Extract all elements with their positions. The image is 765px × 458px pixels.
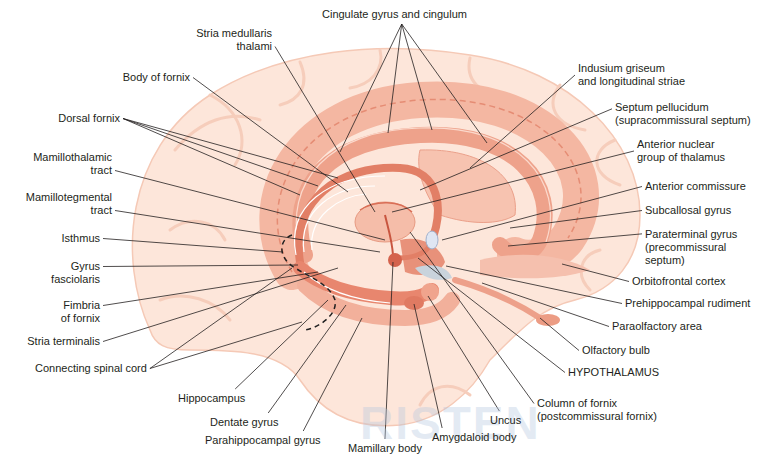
- leader-line: [540, 318, 579, 351]
- uncus: [421, 283, 439, 301]
- leader-line: [508, 234, 642, 246]
- dentate-gyrus: [304, 272, 390, 303]
- cortex-gyri: [160, 50, 620, 405]
- structure-label: Indusium griseum and longitudinal striae: [578, 62, 686, 88]
- leader-line: [303, 318, 362, 431]
- structure-label: Cingulate gyrus and cingulum: [322, 8, 467, 21]
- structure-label: Gyrus fasciolaris: [40, 260, 100, 286]
- leader-line: [123, 119, 300, 196]
- leader-line: [275, 47, 375, 213]
- leader-line: [340, 24, 402, 152]
- structure-label: Orbitofrontal cortex: [632, 275, 726, 288]
- anterior-commissure: [426, 231, 438, 249]
- structure-label: HYPOTHALAMUS: [568, 366, 659, 379]
- structure-label: Mamillotegmental tract: [14, 191, 112, 217]
- mamillary-body: [388, 253, 402, 267]
- leader-line: [482, 283, 609, 327]
- dashed-boundary: [282, 235, 335, 330]
- orbitofrontal-region: [480, 255, 590, 278]
- structure-label: Dorsal fornix: [58, 112, 120, 125]
- brain-outline: [132, 48, 640, 425]
- structure-label: Parahippocampal gyrus: [205, 434, 321, 447]
- leader-line: [420, 109, 612, 190]
- structure-label: Dentate gyrus: [210, 416, 278, 429]
- structure-label: Mamillothalamic tract: [22, 151, 112, 177]
- leader-line: [115, 171, 385, 241]
- structure-label: Body of fornix: [123, 71, 190, 84]
- structure-label: Fimbria of fornix: [54, 299, 100, 325]
- structure-label: Subcallosal gyrus: [645, 204, 731, 217]
- structure-label: Connecting spinal cord: [35, 362, 147, 375]
- dorsal-fornix: [295, 176, 385, 255]
- leader-line: [123, 119, 318, 187]
- mamillothalamic-tract: [385, 215, 393, 255]
- structure-label: Anterior nuclear group of thalamus: [637, 138, 737, 164]
- leader-line: [103, 265, 298, 267]
- structure-label: Anterior commissure: [645, 180, 746, 193]
- structure-label: Stria terminalis: [27, 335, 100, 348]
- column-of-fornix: [398, 245, 430, 258]
- leader-line: [388, 24, 402, 133]
- structure-label: Septum pellucidum (supracommissural sept…: [615, 101, 755, 127]
- leader-line: [402, 24, 487, 143]
- structure-label: Olfactory bulb: [582, 344, 650, 357]
- leader-line: [103, 272, 318, 306]
- leader-line: [123, 119, 338, 179]
- structure-label: Hippocampus: [178, 392, 245, 405]
- leader-line: [103, 268, 338, 342]
- structure-label: Column of fornix (postcommissural fornix…: [537, 397, 672, 423]
- structure-label: Paraolfactory area: [612, 320, 702, 333]
- leader-line: [392, 151, 634, 212]
- structure-label: Amygdaloid body: [432, 431, 516, 444]
- leader-line: [115, 211, 380, 253]
- leader-line: [150, 268, 292, 369]
- structure-label: Mamillary body: [348, 442, 422, 455]
- structure-label: Uncus: [490, 414, 521, 427]
- leader-line: [150, 322, 302, 369]
- leader-line: [193, 78, 348, 193]
- structure-label: Paraterminal gyrus (precommissural septu…: [645, 228, 745, 267]
- leader-line: [470, 75, 575, 168]
- leader-line: [562, 264, 629, 282]
- leader-line: [442, 187, 642, 241]
- structure-label: Isthmus: [61, 232, 100, 245]
- structure-label: Prehippocampal rudiment: [625, 297, 750, 310]
- thalamus: [355, 202, 415, 242]
- leader-line: [410, 232, 534, 404]
- leader-line: [510, 211, 642, 229]
- leader-line: [268, 305, 346, 413]
- leader-line: [418, 258, 565, 373]
- leader-line: [446, 266, 622, 304]
- leader-line: [402, 24, 432, 130]
- structure-label: Stria medullaris thalami: [180, 27, 272, 53]
- leader-line: [235, 300, 328, 389]
- amygdaloid-body: [404, 296, 424, 310]
- leader-line: [103, 239, 283, 253]
- temporal-horn: [415, 265, 452, 280]
- stria-medullaris: [360, 203, 412, 212]
